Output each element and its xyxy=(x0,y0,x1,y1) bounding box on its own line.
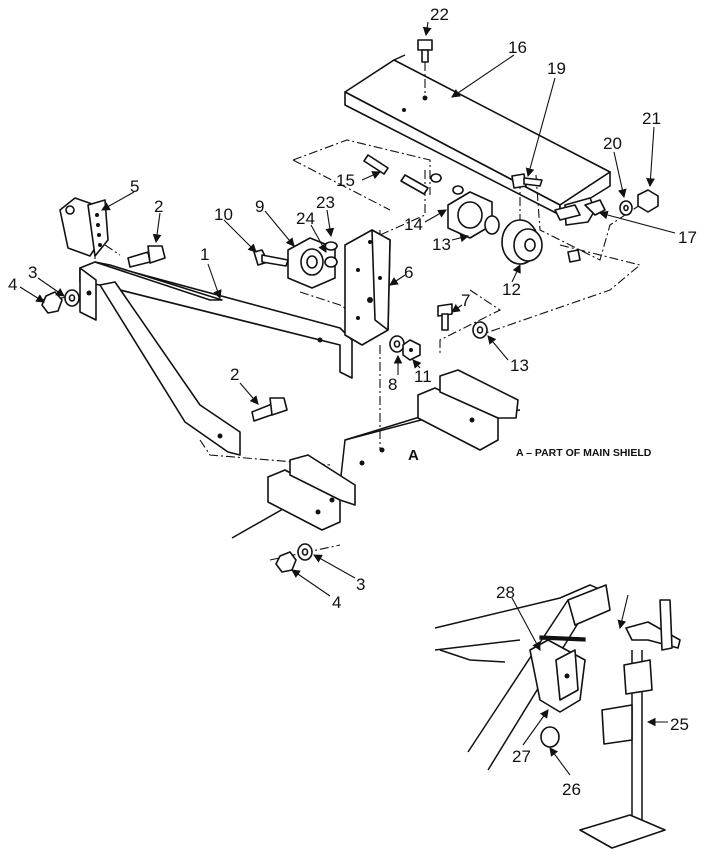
callout-15: 15 xyxy=(336,171,355,190)
callout-18: 19 xyxy=(547,59,566,78)
callout-7: 7 xyxy=(461,291,470,310)
washer-nut-lower xyxy=(275,543,313,573)
washer-nut-upper xyxy=(41,289,80,314)
washer-19 xyxy=(619,200,633,216)
clevis-bracket xyxy=(59,197,109,257)
leader-lines xyxy=(19,21,676,776)
callout-14: 14 xyxy=(404,215,423,234)
coupler-12 xyxy=(501,219,543,265)
bolt-lower xyxy=(251,397,288,422)
callout-2-upper: 2 xyxy=(154,197,163,216)
callout-12: 12 xyxy=(502,280,521,299)
callout-labels: 22 16 19 21 20 17 15 14 13 12 13 5 2 1 3… xyxy=(8,5,697,799)
hitch-frame xyxy=(79,261,353,456)
bracket-17 xyxy=(554,197,606,226)
bolt-18 xyxy=(511,173,543,189)
callout-20: 21 xyxy=(642,109,661,128)
callout-8: 9 xyxy=(255,197,264,216)
bolt-upper xyxy=(127,245,166,268)
callout-11: 11 xyxy=(414,367,432,386)
callout-23: 24 xyxy=(296,209,315,228)
nut-11 xyxy=(402,339,421,361)
nut-20 xyxy=(637,189,659,213)
callout-2-lower: 2 xyxy=(230,365,239,384)
bolt-7 xyxy=(437,303,453,331)
callout-3-lower: 3 xyxy=(356,575,365,594)
callout-27: 28 xyxy=(496,583,515,602)
callout-4-upper: 4 xyxy=(8,275,17,294)
callout-25: 26 xyxy=(562,780,581,799)
callout-26: 27 xyxy=(512,747,531,766)
jack-detail xyxy=(434,584,681,849)
callout-13-upper: 13 xyxy=(432,235,451,254)
callout-10: 8 xyxy=(388,375,397,394)
callout-9: 10 xyxy=(214,205,233,224)
main-shield xyxy=(344,54,611,218)
callout-1: 1 xyxy=(200,245,209,264)
callout-19: 20 xyxy=(603,134,622,153)
washer-10 xyxy=(389,335,405,353)
callout-16: 16 xyxy=(508,38,527,57)
callout-21: 22 xyxy=(430,5,449,24)
callout-13-lower: 13 xyxy=(510,356,529,375)
callout-3-upper: 3 xyxy=(28,263,37,282)
callout-6: 6 xyxy=(404,263,413,282)
reference-letter-a: A xyxy=(408,447,419,464)
callout-4-lower: 4 xyxy=(332,593,341,612)
bearing-assembly xyxy=(287,237,338,289)
callout-17: 17 xyxy=(678,228,697,247)
shield-note: A – PART OF MAIN SHIELD xyxy=(516,447,652,459)
washer-13-lower xyxy=(472,321,488,339)
callout-24: 25 xyxy=(670,715,689,734)
gearbox xyxy=(430,173,500,239)
callout-22: 23 xyxy=(316,193,335,212)
bolt-21 xyxy=(417,39,433,63)
bolt-small xyxy=(567,249,581,263)
callout-5: 5 xyxy=(130,177,139,196)
bolt-9 xyxy=(253,249,289,267)
mount-bracket xyxy=(344,229,391,346)
main-shield-section xyxy=(231,369,521,539)
stud-15 xyxy=(363,154,429,195)
